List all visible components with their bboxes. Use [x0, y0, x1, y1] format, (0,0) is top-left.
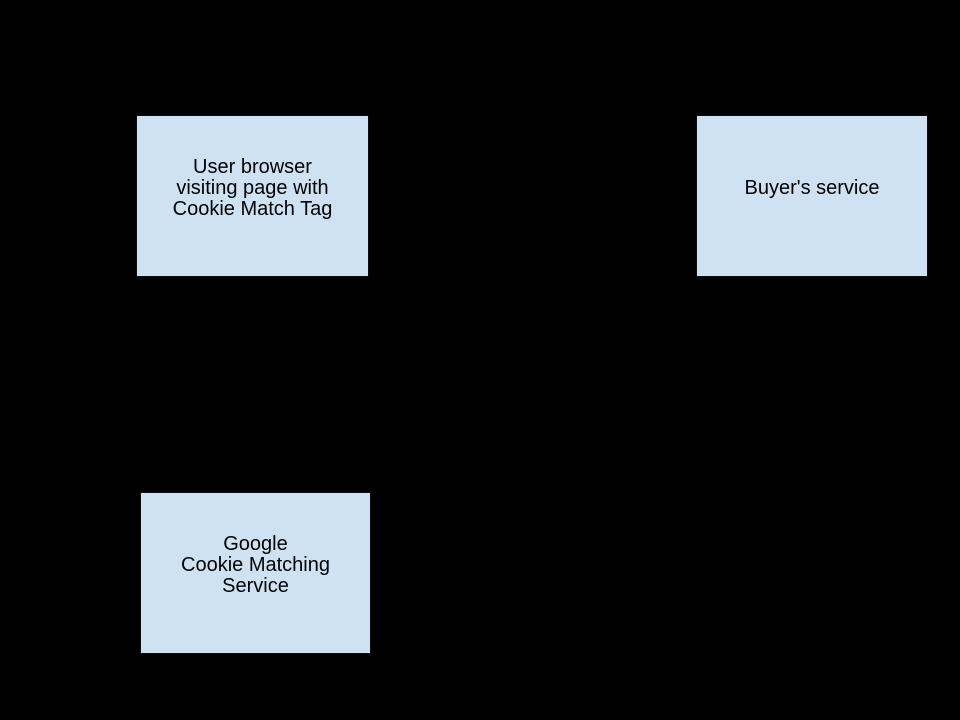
- node-user-browser-label: User browser visiting page with Cookie M…: [137, 157, 368, 220]
- node-google-cookie-matching-service-line-2: Cookie Matching: [181, 554, 330, 576]
- node-google-cookie-matching-service: Google Cookie Matching Service: [140, 492, 371, 654]
- node-buyers-service-label: Buyer's service: [697, 178, 927, 199]
- node-google-cookie-matching-service-label: Google Cookie Matching Service: [141, 534, 370, 597]
- node-user-browser-line-3: Cookie Match Tag: [172, 198, 333, 220]
- node-google-cookie-matching-service-line-3: Service: [222, 575, 289, 597]
- node-user-browser: User browser visiting page with Cookie M…: [136, 115, 369, 277]
- node-user-browser-line-2: visiting page with: [176, 177, 329, 199]
- node-buyers-service: Buyer's service: [696, 115, 928, 277]
- node-user-browser-line-1: User browser: [193, 156, 312, 178]
- node-google-cookie-matching-service-line-1: Google: [223, 533, 288, 555]
- node-buyers-service-line-1: Buyer's service: [744, 177, 880, 199]
